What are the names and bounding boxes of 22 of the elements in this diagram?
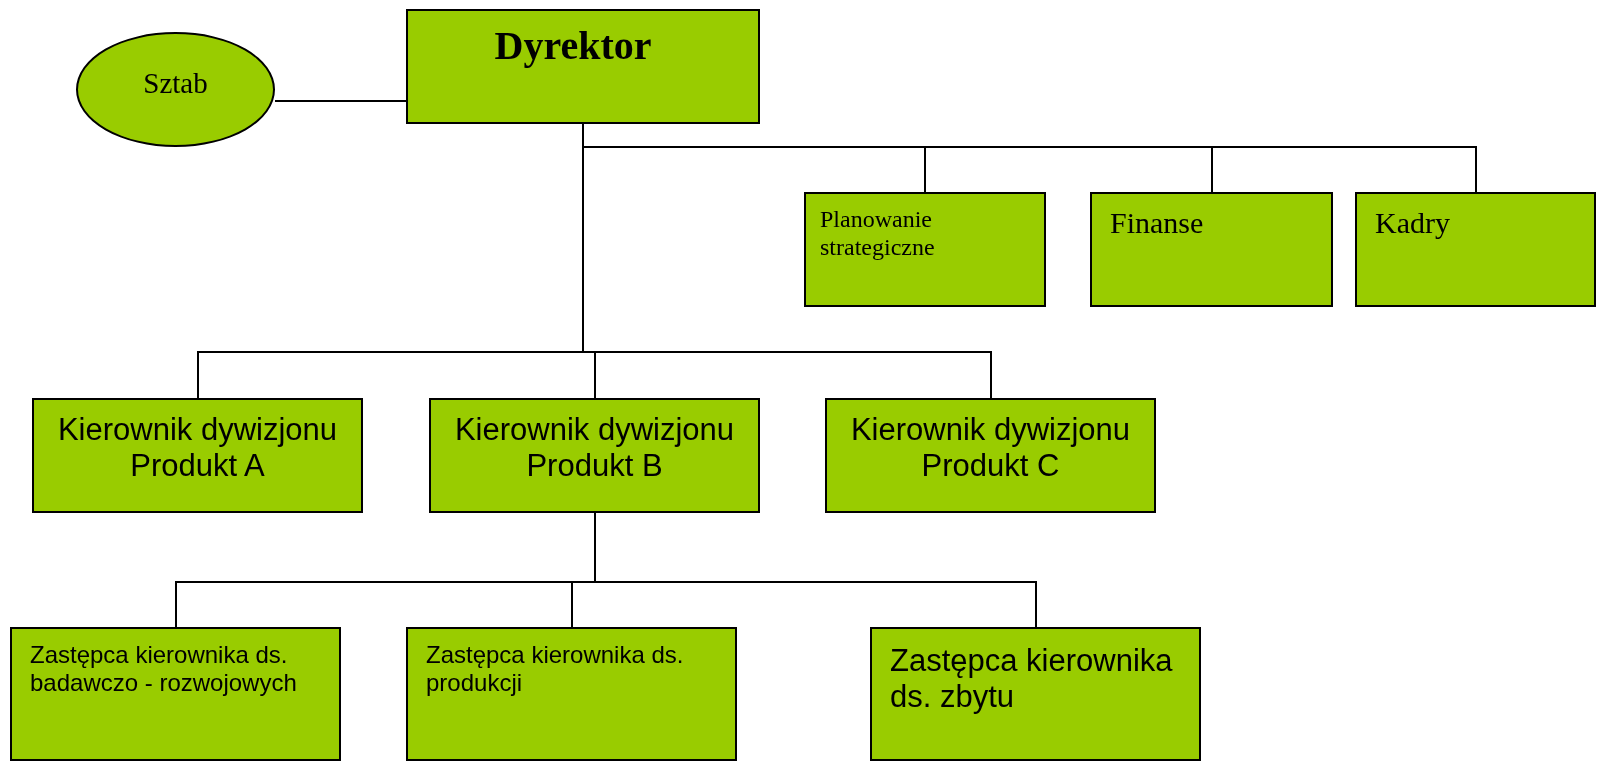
box-label: Sztab [143,66,208,101]
box-label: Kierownik dywizjonu Produkt C [849,412,1132,484]
org-box [1090,192,1333,307]
box-label: Zastępca kierownika ds. zbytu [890,643,1174,715]
box-label: Kierownik dywizjonu Produkt B [453,412,736,484]
box-label: Zastępca kierownika ds. produkcji [426,641,685,697]
org-box [825,398,1156,513]
org-box [870,627,1201,761]
box-label: Finanse [1110,206,1204,241]
org-box [406,9,760,124]
org-box [10,627,341,761]
box-label: Kierownik dywizjonu Produkt A [56,412,339,484]
org-box [1355,192,1596,307]
org-box [32,398,363,513]
connector-line [274,100,407,102]
box-label: Kadry [1375,206,1450,241]
box-label: Planowanie strategiczne [820,206,936,262]
box-label: Dyrektor [494,23,652,69]
org-box [804,192,1046,307]
org-box [406,627,737,761]
org-box [429,398,760,513]
box-label: Zastępca kierownika ds. badawczo - rozwojowych [30,641,298,697]
